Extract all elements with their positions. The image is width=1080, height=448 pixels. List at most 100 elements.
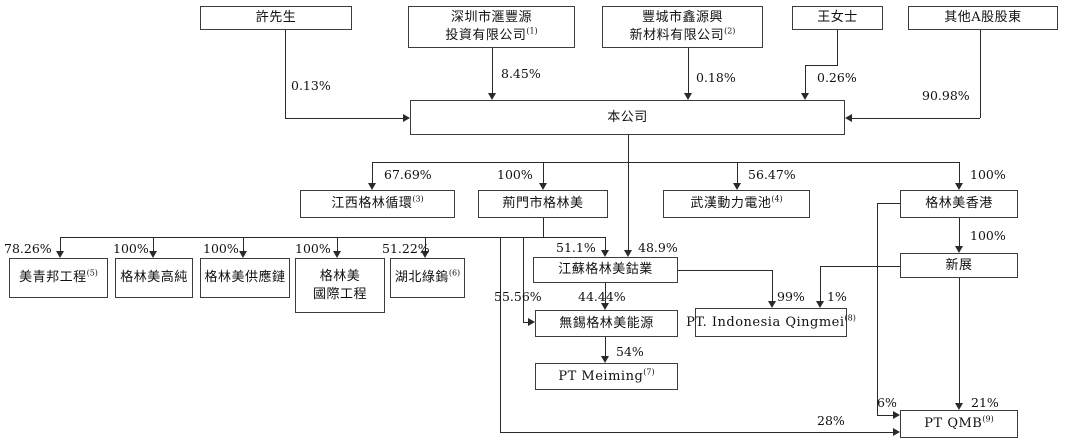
node-label: 新展 [945, 257, 973, 273]
ownership-percentage-label: 1% [827, 289, 847, 304]
connector-line [285, 118, 403, 119]
node-label: 美青邦工程(5) [19, 268, 98, 286]
footnote-marker: (9) [982, 414, 994, 424]
connector-line [153, 237, 154, 251]
arrowhead-right [893, 411, 900, 419]
connector-line [523, 237, 524, 322]
ownership-percentage-label: 67.69% [384, 167, 432, 182]
node-label: PT QMB(9) [924, 414, 994, 432]
connector-line [243, 237, 244, 251]
node-fengcheng-xinyuanxing: 豐城市鑫源興新材料有限公司(2) [602, 6, 763, 48]
connector-line [605, 337, 606, 356]
connector-line [285, 29, 286, 118]
node-label: 格林美供應鏈 [204, 270, 286, 286]
connector-line [543, 162, 544, 183]
ownership-percentage-label: 90.98% [922, 88, 970, 103]
connector-line [543, 218, 544, 237]
connector-line [628, 135, 629, 250]
ownership-percentage-label: 100% [497, 167, 533, 182]
node-shenzhen-huifengyuan: 深圳市滙豐源投資有限公司(1) [408, 6, 575, 48]
connector-line [959, 162, 960, 183]
connector-line [959, 278, 960, 403]
connector-line [980, 29, 981, 118]
arrowhead-down [801, 93, 809, 100]
ownership-percentage-label: 51.22% [382, 241, 430, 256]
node-xinzhan: 新展 [900, 253, 1018, 278]
node-pt-meiming: PT Meiming(7) [535, 363, 678, 390]
ownership-percentage-label: 48.9% [638, 240, 678, 255]
node-pt-qmb: PT QMB(9) [900, 410, 1018, 438]
node-the-company: 本公司 [410, 100, 845, 135]
connector-line [372, 162, 373, 183]
ownership-percentage-label: 6% [877, 395, 897, 410]
arrowhead-down [955, 246, 963, 253]
node-meiqingbang-engineering: 美青邦工程(5) [9, 258, 108, 298]
footnote-marker: (2) [724, 26, 736, 36]
arrowhead-down [368, 183, 376, 190]
connector-line [688, 48, 689, 93]
connector-line [959, 218, 960, 246]
node-wuhan-power-battery: 武漢動力電池(4) [663, 190, 810, 218]
connector-line [837, 29, 838, 65]
ownership-percentage-label: 100% [203, 241, 239, 256]
node-jingmen-gem: 荊門市格林美 [478, 190, 608, 218]
node-pt-indonesia-qingmei: PT. Indonesia Qingmei(8) [686, 308, 856, 337]
arrowhead-down [768, 301, 776, 308]
connector-line [425, 237, 426, 251]
arrowhead-down [421, 251, 429, 258]
arrowhead-right [528, 318, 535, 326]
arrowhead-down [333, 251, 341, 258]
node-label: 武漢動力電池(4) [690, 194, 783, 212]
connector-line [820, 266, 900, 267]
ownership-percentage-label: 51.1% [556, 240, 596, 255]
arrowhead-down [239, 251, 247, 258]
node-label: 江西格林循環(3) [331, 194, 424, 212]
node-label: 格林美高純 [120, 270, 188, 286]
node-label: PT. Indonesia Qingmei(8) [686, 313, 856, 330]
node-wuxi-gem-energy: 無錫格林美能源 [535, 310, 678, 337]
arrowhead-down [149, 251, 157, 258]
ownership-percentage-label: 100% [970, 228, 1006, 243]
node-label: 王女士 [817, 10, 858, 26]
ownership-percentage-label: 55.56% [494, 289, 542, 304]
connector-line [60, 237, 61, 251]
arrowhead-down [539, 183, 547, 190]
node-label: 格林美香港 [925, 196, 993, 212]
arrowhead-down [955, 183, 963, 190]
arrowhead-down [684, 93, 692, 100]
node-gem-gaochun: 格林美高純 [115, 258, 193, 298]
node-label: 深圳市滙豐源 [450, 10, 532, 26]
arrowhead-left [845, 114, 852, 122]
arrowhead-down [733, 183, 741, 190]
footnote-marker: (4) [771, 194, 783, 204]
footnote-marker: (3) [412, 194, 424, 204]
connector-line [523, 322, 528, 323]
footnote-marker: (7) [643, 367, 655, 377]
connector-line [492, 48, 493, 93]
arrowhead-down [601, 356, 609, 363]
ownership-percentage-label: 78.26% [4, 241, 52, 256]
ownership-percentage-label: 0.26% [817, 70, 857, 85]
node-gem-international-engineering: 格林美國際工程 [295, 258, 385, 313]
node-label: 國際工程 [312, 286, 367, 302]
ownership-percentage-label: 100% [113, 241, 149, 256]
ownership-percentage-label: 28% [817, 413, 845, 428]
ownership-percentage-label: 0.13% [291, 78, 331, 93]
arrowhead-down [488, 93, 496, 100]
arrowhead-down [955, 403, 963, 410]
footnote-marker: (1) [526, 26, 538, 36]
connector-line [605, 283, 606, 303]
ownership-percentage-label: 21% [971, 395, 999, 410]
connector-line [805, 65, 806, 93]
node-hubei-lvwu: 湖北綠鎢(6) [390, 258, 465, 298]
ownership-percentage-label: 99% [777, 289, 805, 304]
arrowhead-down [56, 251, 64, 258]
connector-line [877, 203, 878, 415]
node-label: 豐城市鑫源興 [641, 10, 723, 26]
node-gem-hong-kong: 格林美香港 [900, 190, 1018, 218]
arrowhead-down [601, 303, 609, 310]
node-label: 其他A股股東 [944, 10, 1022, 26]
node-other-a-share-holders: 其他A股股東 [908, 6, 1058, 30]
node-label: 格林美 [319, 268, 361, 284]
footnote-marker: (8) [844, 313, 856, 323]
